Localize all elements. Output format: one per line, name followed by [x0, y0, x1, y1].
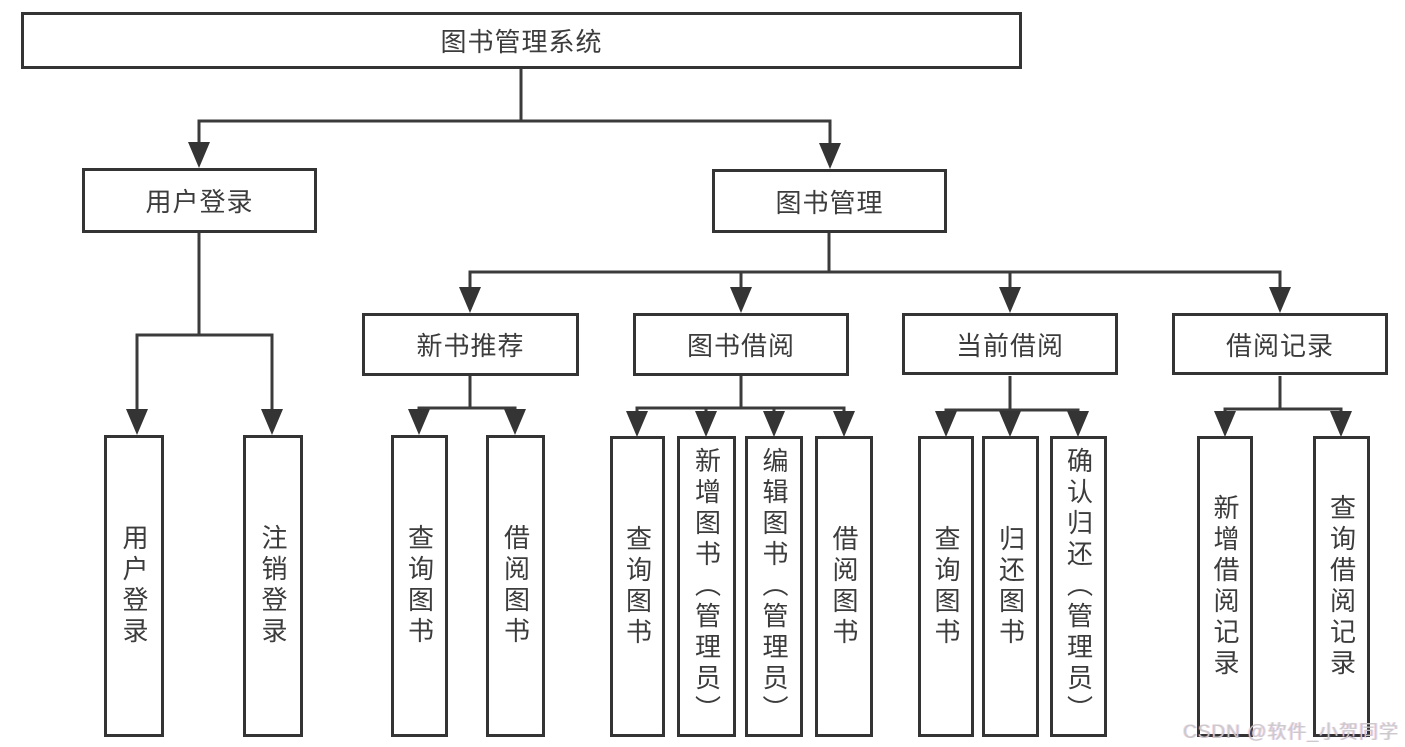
arrowhead	[408, 409, 430, 435]
arrowhead	[999, 411, 1021, 437]
connector-level3-bar	[468, 270, 1282, 291]
arrowhead	[833, 411, 855, 437]
node-current-borrowing: 当前借阅	[902, 313, 1118, 375]
leaf-newbook-query-books: 查询图书	[391, 435, 448, 737]
arrowhead	[1330, 411, 1352, 437]
leaf-label: 新增图书（管理员）	[691, 447, 722, 726]
leaf-label: 查询借阅记录	[1326, 493, 1357, 680]
node-user-login: 用户登录	[82, 168, 317, 233]
leaf-add-books-admin: 新增图书（管理员）	[677, 436, 736, 737]
leaf-label: 查询图书	[622, 524, 653, 649]
arrowhead	[935, 411, 957, 437]
arrowhead	[730, 287, 752, 313]
csdn-watermark: CSDN @软件_小贺同学	[1183, 722, 1399, 743]
arrowheads	[126, 142, 1352, 437]
leaf-label: 归还图书	[995, 524, 1026, 649]
arrowhead	[126, 409, 148, 435]
arrowhead	[1214, 411, 1236, 437]
node-borrowing-records: 借阅记录	[1172, 313, 1388, 375]
leaf-label: 用户登录	[119, 524, 149, 648]
leaf-label: 查询图书	[931, 524, 961, 649]
leaf-label: 查询图书	[404, 524, 435, 648]
leaf-label: 注销登录	[258, 524, 288, 648]
leaf-borrowing-query-books: 查询图书	[610, 436, 665, 737]
connector-book-borrow-bar	[635, 406, 846, 415]
connector-user-login-bar	[135, 333, 274, 413]
node-library-management-system: 图书管理系统	[21, 12, 1022, 69]
connector-borrow-records-bar	[1223, 407, 1343, 413]
leaf-label: 借阅图书	[829, 524, 859, 649]
node-book-borrowing: 图书借阅	[633, 313, 849, 376]
arrowhead	[763, 411, 785, 437]
arrowhead	[1269, 287, 1291, 313]
leaf-label: 借阅图书	[500, 524, 531, 648]
leaf-newbook-borrow-books: 借阅图书	[486, 435, 545, 737]
leaf-confirm-return-admin: 确认归还（管理员）	[1050, 436, 1107, 737]
leaf-current-query-books: 查询图书	[918, 436, 974, 737]
arrowhead	[188, 142, 210, 168]
leaf-add-borrow-record: 新增借阅记录	[1197, 436, 1253, 737]
node-book-management: 图书管理	[712, 169, 947, 233]
leaf-edit-books-admin: 编辑图书（管理员）	[745, 436, 803, 737]
leaf-return-books: 归还图书	[982, 436, 1039, 737]
arrowhead	[819, 143, 841, 169]
arrowhead	[999, 287, 1021, 313]
arrowhead	[626, 411, 648, 437]
leaf-label: 确认归还（管理员）	[1063, 447, 1094, 726]
node-new-book-recommendation: 新书推荐	[362, 313, 579, 376]
leaf-user-login: 用户登录	[104, 435, 164, 737]
leaf-query-borrow-record: 查询借阅记录	[1313, 436, 1370, 737]
connector-new-book-bar	[417, 406, 517, 413]
arrowhead	[1067, 411, 1089, 437]
leaf-borrowing-borrow-books: 借阅图书	[815, 436, 873, 737]
leaf-label: 编辑图书（管理员）	[759, 447, 789, 726]
arrowhead	[459, 287, 481, 313]
arrowhead	[695, 411, 717, 437]
leaf-label: 新增借阅记录	[1210, 493, 1240, 680]
arrowhead	[261, 409, 283, 435]
connector-level2-bar	[197, 119, 832, 147]
leaf-logout: 注销登录	[243, 435, 303, 737]
arrowhead	[504, 409, 526, 435]
